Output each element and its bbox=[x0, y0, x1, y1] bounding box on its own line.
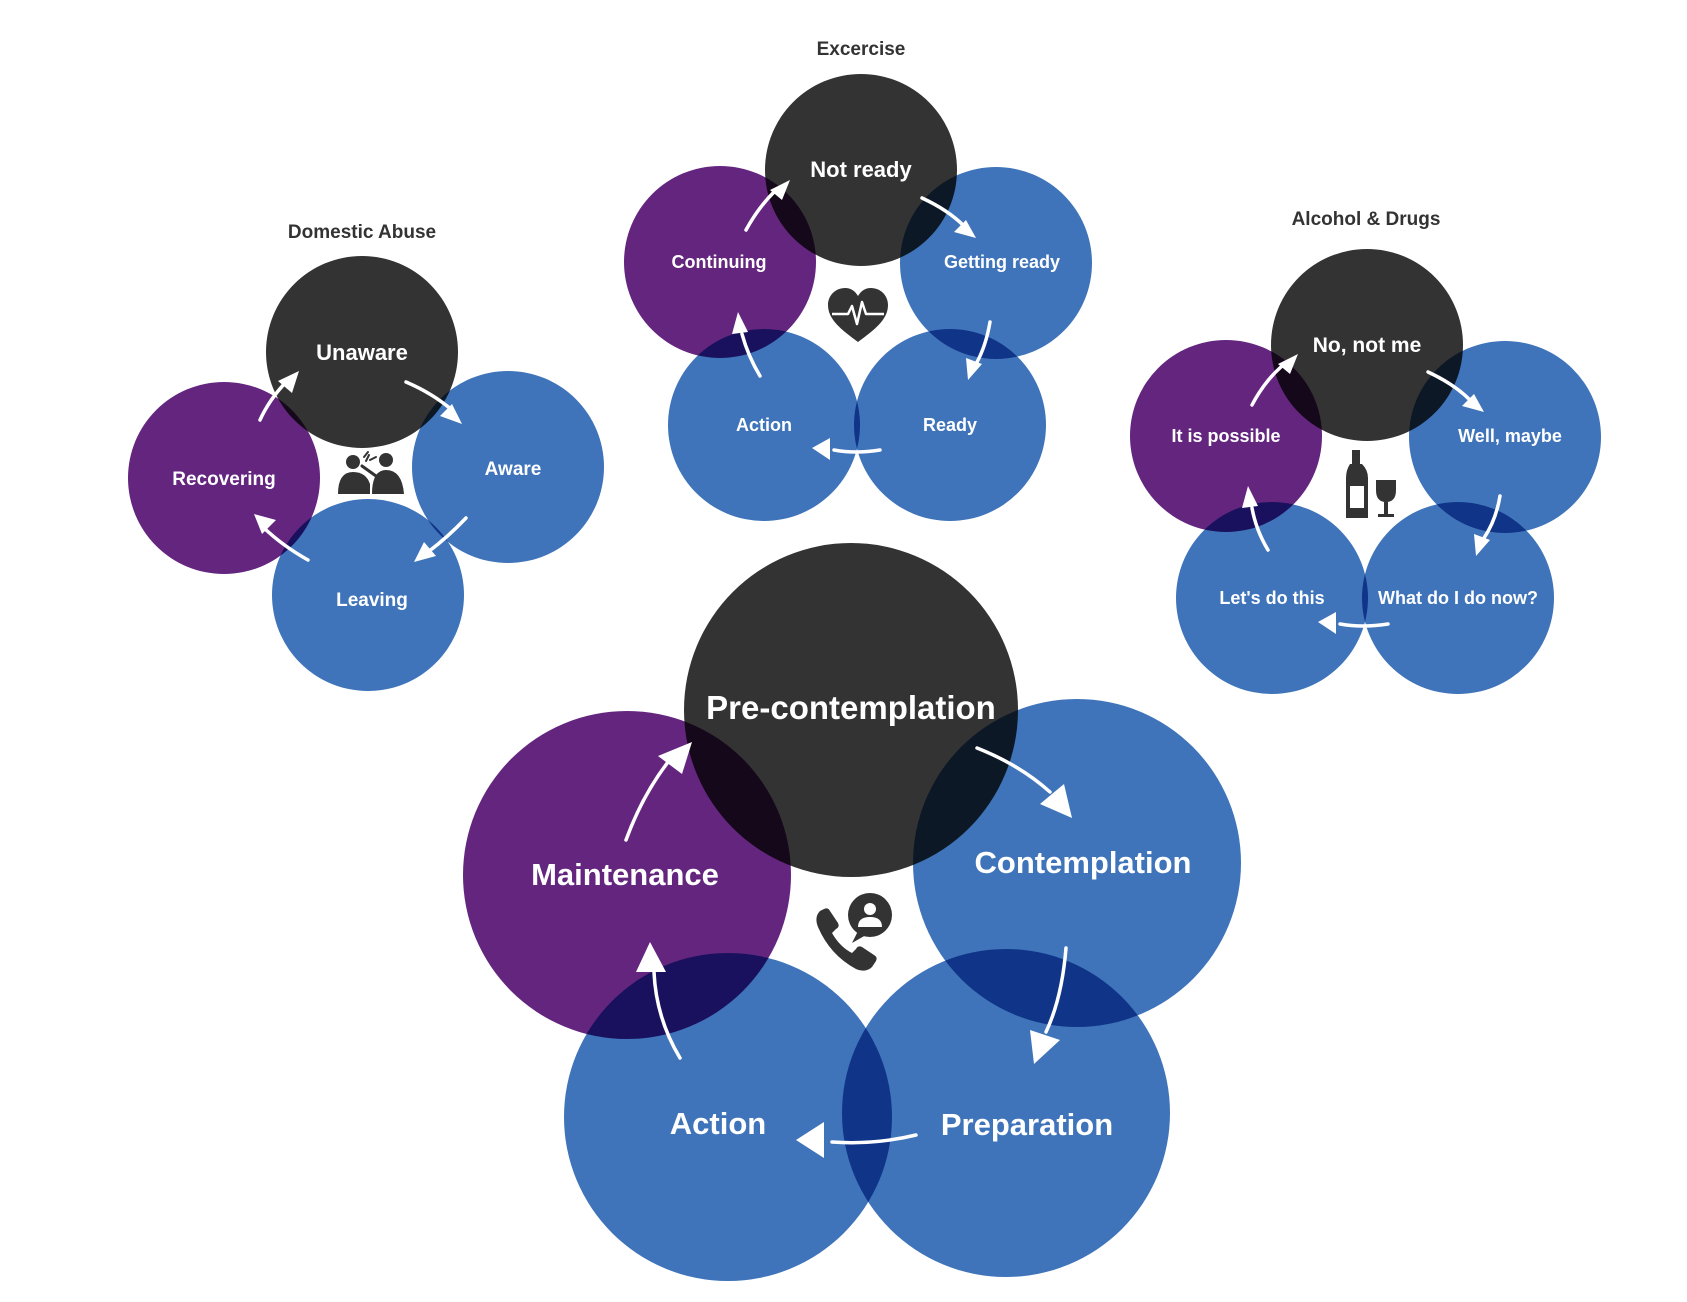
arrowhead-nonotme-to-wellmaybe bbox=[1462, 394, 1484, 412]
arrow-contemplation-to-preparation bbox=[1044, 946, 1068, 1034]
preparation-circle bbox=[842, 949, 1170, 1277]
arrow-continuing-to-notready bbox=[744, 190, 776, 232]
no-not-me-label: No, not me bbox=[1313, 334, 1422, 357]
arrowhead-notready-to-gettingready bbox=[954, 220, 976, 238]
contemplation-label: Contemplation bbox=[975, 845, 1192, 880]
recovering-label: Recovering bbox=[172, 469, 275, 490]
unaware-label: Unaware bbox=[316, 340, 408, 365]
action-circle bbox=[564, 953, 892, 1281]
what-do-i-do-now-label: What do I do now? bbox=[1378, 588, 1538, 608]
change-model-cycle: Pre-contemplation Contemplation Preparat… bbox=[463, 543, 1241, 1281]
arrowhead-whatdoido-to-letsdothis bbox=[1318, 612, 1336, 634]
lets-do-this-label: Let's do this bbox=[1219, 588, 1324, 608]
it-is-possible-label: It is possible bbox=[1171, 426, 1280, 446]
exercise-action-circle bbox=[668, 329, 860, 521]
arrow-action-to-maintenance bbox=[652, 970, 682, 1060]
recovering-circle bbox=[128, 382, 320, 574]
unaware-circle bbox=[266, 256, 458, 448]
what-do-i-do-now-circle bbox=[1362, 502, 1554, 694]
ready-circle bbox=[854, 329, 1046, 521]
leaving-circle bbox=[272, 499, 464, 691]
arrow-leaving-to-recovering bbox=[262, 526, 310, 562]
precontemplation-label: Pre-contemplation bbox=[706, 689, 996, 726]
arrowhead-itispossible-to-nonotme bbox=[1278, 354, 1298, 374]
bottle-and-glass-icon bbox=[1346, 450, 1396, 518]
arrow-nonotme-to-wellmaybe bbox=[1426, 370, 1472, 402]
maintenance-label: Maintenance bbox=[531, 857, 719, 892]
arrowhead-preparation-to-action bbox=[796, 1122, 824, 1158]
arrowhead-ready-to-action bbox=[812, 438, 830, 460]
no-not-me-circle bbox=[1271, 249, 1463, 441]
arrowhead-letsdothis-to-itispossible bbox=[1242, 486, 1258, 508]
arrow-gettingready-to-ready bbox=[974, 320, 992, 366]
getting-ready-circle bbox=[900, 167, 1092, 359]
arrowhead-gettingready-to-ready bbox=[966, 358, 982, 380]
arrowhead-aware-to-leaving bbox=[414, 542, 436, 562]
arrowhead-recovering-to-unaware bbox=[278, 371, 299, 393]
alcohol-drugs-title: Alcohol & Drugs bbox=[1292, 209, 1441, 230]
arrowhead-action-to-continuing bbox=[732, 312, 748, 334]
it-is-possible-circle bbox=[1130, 340, 1322, 532]
not-ready-label: Not ready bbox=[810, 157, 912, 182]
arrow-wellmaybe-to-whatdoido bbox=[1482, 494, 1502, 540]
arrow-notready-to-gettingready bbox=[920, 196, 966, 228]
leaving-label: Leaving bbox=[336, 590, 408, 611]
action-label: Action bbox=[670, 1106, 766, 1141]
arrow-ready-to-action bbox=[832, 448, 882, 454]
ready-label: Ready bbox=[923, 415, 977, 435]
aware-circle bbox=[412, 371, 604, 563]
domestic-abuse-cycle: Domestic Abuse Unaware Aware Leaving Rec… bbox=[128, 222, 604, 691]
arrow-action-to-continuing bbox=[740, 332, 762, 378]
arrowhead-contemplation-to-preparation bbox=[1030, 1030, 1060, 1064]
continuing-label: Continuing bbox=[672, 252, 767, 272]
continuing-circle bbox=[624, 166, 816, 358]
arrow-whatdoido-to-letsdothis bbox=[1338, 622, 1390, 628]
phone-support-icon bbox=[816, 893, 892, 971]
arrow-unaware-to-aware bbox=[404, 380, 454, 412]
arrowhead-unaware-to-aware bbox=[440, 404, 462, 424]
getting-ready-label: Getting ready bbox=[944, 252, 1060, 272]
arrow-itispossible-to-nonotme bbox=[1250, 364, 1284, 407]
exercise-title: Excercise bbox=[817, 39, 906, 60]
arrow-maintenance-to-precontemplation bbox=[624, 760, 670, 842]
not-ready-circle bbox=[765, 74, 957, 266]
arrowhead-continuing-to-notready bbox=[770, 180, 790, 200]
domestic-abuse-title: Domestic Abuse bbox=[288, 222, 436, 243]
arrowhead-wellmaybe-to-whatdoido bbox=[1474, 534, 1490, 556]
aware-label: Aware bbox=[485, 459, 542, 480]
lets-do-this-circle bbox=[1176, 502, 1368, 694]
well-maybe-label: Well, maybe bbox=[1458, 426, 1562, 446]
arrow-preparation-to-action bbox=[830, 1133, 918, 1145]
arrowhead-leaving-to-recovering bbox=[254, 514, 276, 534]
arrow-precontemplation-to-contemplation bbox=[975, 746, 1052, 794]
preparation-label: Preparation bbox=[941, 1107, 1113, 1142]
precontemplation-circle bbox=[684, 543, 1018, 877]
exercise-action-label: Action bbox=[736, 415, 792, 435]
alcohol-drugs-cycle: Alcohol & Drugs No, not me Well, maybe W… bbox=[1130, 209, 1601, 694]
arrowhead-precontemplation-to-contemplation bbox=[1040, 784, 1072, 818]
arrow-letsdothis-to-itispossible bbox=[1250, 506, 1270, 552]
arrowhead-action-to-maintenance bbox=[636, 942, 666, 972]
arrowhead-maintenance-to-precontemplation bbox=[658, 742, 692, 774]
heartbeat-icon bbox=[828, 288, 888, 342]
argument-people-icon bbox=[338, 451, 404, 494]
arrow-aware-to-leaving bbox=[426, 516, 468, 554]
exercise-cycle: Excercise Not ready Getting ready Ready … bbox=[624, 39, 1092, 521]
